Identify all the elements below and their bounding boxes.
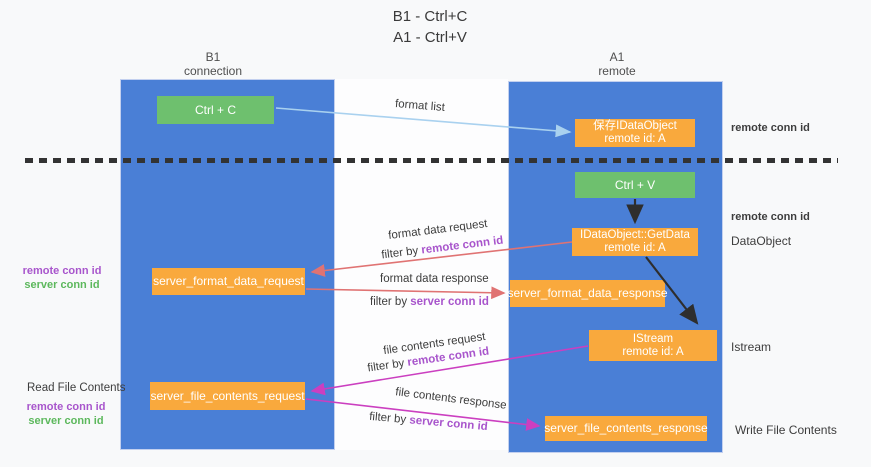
node-getdata-line2: remote id: A — [604, 242, 666, 254]
node-ctrl-v-label: Ctrl + V — [614, 177, 656, 192]
node-idataobject-getdata: IDataObject::GetData remote id: A — [572, 228, 698, 256]
edge-label-format-data-response-filter: filter by server conn id — [370, 296, 489, 308]
annotation-remote-conn-id-top: remote conn id — [731, 122, 810, 134]
node-server-file-contents-request-label: server_file_contents_request — [150, 388, 305, 403]
annotation-read-file-contents: Read File Contents — [27, 382, 126, 394]
filter-key-server-conn-id: server conn id — [410, 296, 489, 308]
edge-label-format-data-response: format data response — [380, 273, 489, 285]
node-save-idataobject-line2: remote id: A — [604, 133, 666, 145]
node-server-file-contents-request: server_file_contents_request — [150, 382, 305, 410]
node-getdata-line1: IDataObject::GetData — [580, 229, 690, 241]
filter-by-text: filter by — [370, 296, 411, 308]
node-server-format-data-response-label: server_format_data_response — [507, 286, 668, 300]
node-server-file-contents-response: server_file_contents_response — [544, 416, 708, 441]
lane-b1-title: B1 — [205, 50, 221, 64]
dashed-separator — [25, 158, 838, 163]
lane-a1-subtitle: remote — [598, 64, 636, 78]
node-save-idataobject: 保存IDataObject remote id: A — [575, 119, 695, 147]
node-ctrl-c: Ctrl + C — [157, 96, 274, 124]
lane-b1-subtitle: connection — [183, 64, 243, 78]
annotation-server-conn-id-left-bottom: server conn id — [28, 415, 104, 427]
annotation-remote-conn-id-left-bottom: remote conn id — [26, 401, 106, 413]
node-ctrl-v: Ctrl + V — [575, 172, 695, 198]
node-server-file-contents-response-label: server_file_contents_response — [544, 421, 708, 435]
node-server-format-data-response: server_format_data_response — [507, 280, 668, 307]
diagram-title: B1 - Ctrl+C A1 - Ctrl+V — [330, 6, 530, 48]
node-server-format-data-request-label: server_format_data_request — [153, 274, 304, 288]
node-istream: IStream remote id: A — [589, 330, 717, 361]
node-server-format-data-request: server_format_data_request — [152, 268, 305, 295]
node-save-idataobject-line1: 保存IDataObject — [593, 120, 677, 132]
annotation-remote-conn-id-mid: remote conn id — [731, 211, 810, 223]
annotation-remote-conn-id-left-top: remote conn id — [22, 265, 102, 277]
node-istream-line2: remote id: A — [622, 345, 684, 358]
annotation-write-file-contents: Write File Contents — [735, 423, 837, 437]
annotation-istream: Istream — [731, 340, 772, 354]
node-ctrl-c-label: Ctrl + C — [194, 102, 236, 117]
annotation-conn-ids-bottom: remote conn id server conn id — [20, 400, 112, 428]
node-istream-line1: IStream — [632, 332, 674, 345]
annotation-dataobject: DataObject — [731, 234, 792, 248]
annotation-server-conn-id-left-top: server conn id — [24, 279, 100, 291]
annotation-conn-ids-top: remote conn id server conn id — [16, 264, 108, 292]
lane-a1-title: A1 — [609, 50, 625, 64]
lane-header-a1: A1 remote — [557, 50, 677, 78]
lane-header-b1: B1 connection — [153, 50, 273, 78]
title-line-2: A1 - Ctrl+V — [393, 29, 467, 46]
title-line-1: B1 - Ctrl+C — [392, 8, 468, 25]
